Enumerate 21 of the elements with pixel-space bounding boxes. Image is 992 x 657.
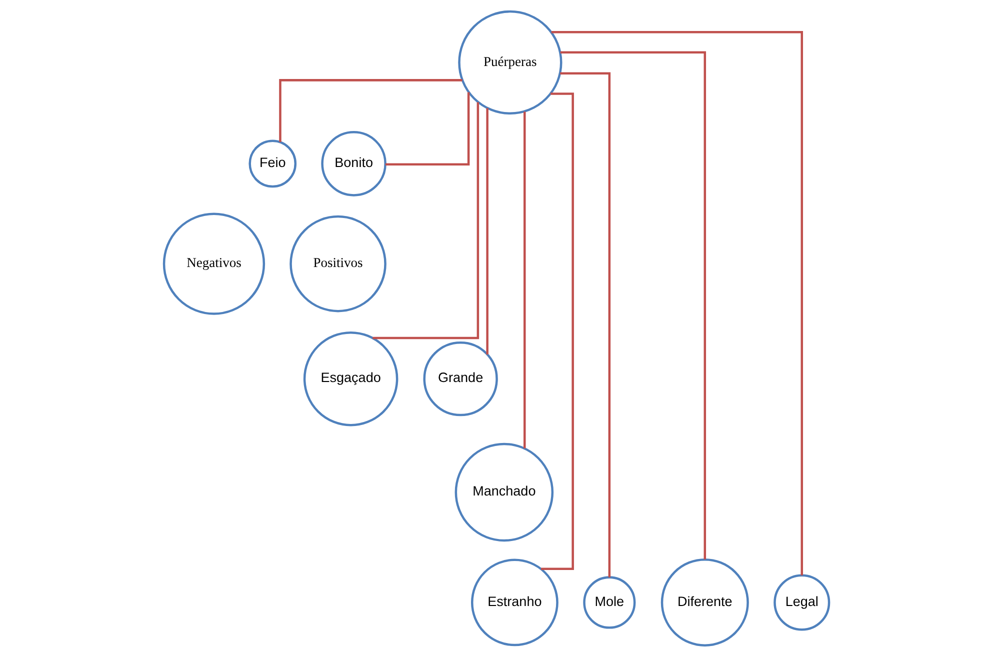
connector <box>560 72 610 578</box>
connector <box>384 92 470 166</box>
connector <box>560 51 706 560</box>
connector <box>540 92 574 570</box>
connector <box>486 108 488 354</box>
node-circle: Estranho <box>470 558 558 646</box>
connector <box>523 112 526 448</box>
node-circle: Diferente <box>660 558 748 646</box>
node-circle: Legal <box>773 574 830 631</box>
connector <box>372 102 479 340</box>
node-circle: Bonito <box>320 131 386 196</box>
node-circle: Feio <box>248 140 296 188</box>
connector <box>278 79 462 142</box>
node-circle: Puérperas <box>458 10 562 115</box>
connector <box>550 30 803 576</box>
node-circle: Esgaçado <box>302 331 398 426</box>
node-circle: Positivos <box>289 215 386 312</box>
node-circle: Grande <box>422 342 498 416</box>
node-circle: Mole <box>582 576 636 629</box>
node-circle: Negativos <box>162 212 265 315</box>
node-circle: Manchado <box>454 442 554 542</box>
